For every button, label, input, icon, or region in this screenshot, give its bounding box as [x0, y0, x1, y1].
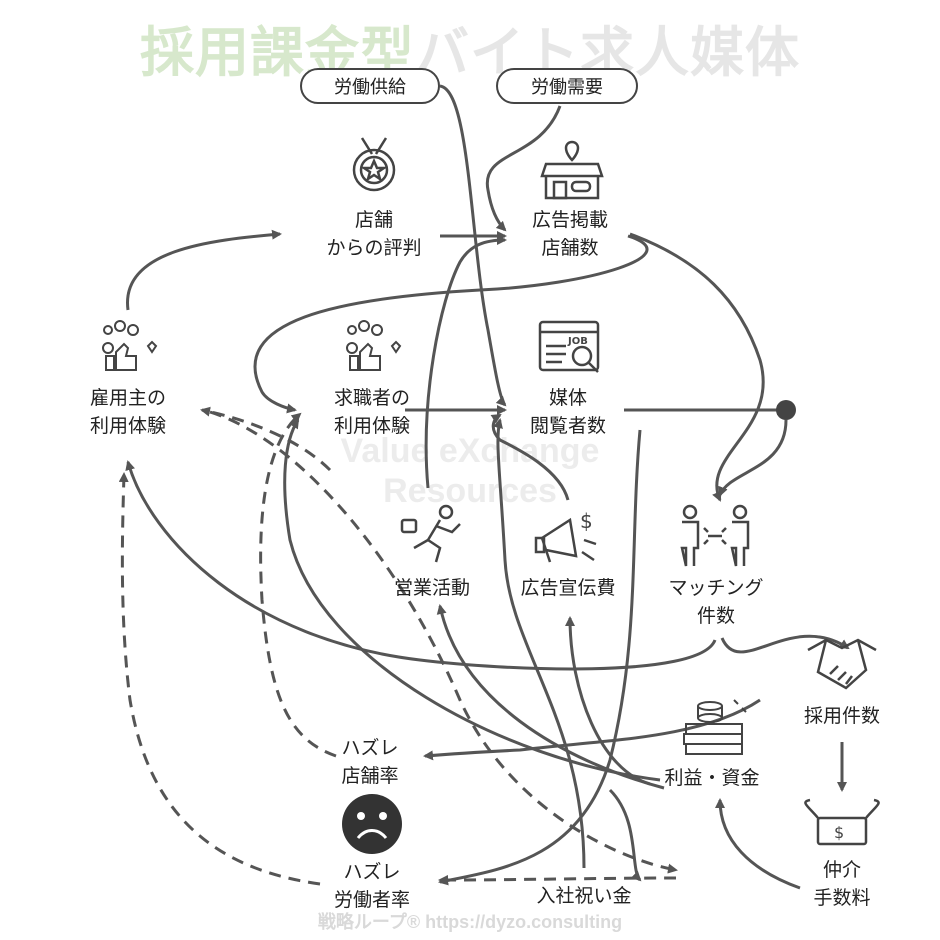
arrow-sales-to-stores	[424, 235, 507, 489]
arrow-matching-to-employer	[125, 460, 717, 671]
arrow-hub-to-matching	[718, 419, 788, 497]
node-join-bonus: 入社祝い金	[536, 882, 631, 910]
medal-icon	[352, 137, 396, 192]
store-reputation-line-2: からの評判	[326, 237, 422, 259]
seeker-experience-line-1: 求職者の	[333, 387, 411, 409]
node-media-viewers: 媒体 閲覧者数	[530, 384, 606, 440]
credit-footer: 戦略ループ® https://dyzo.consulting	[317, 912, 623, 932]
hub-node	[776, 400, 796, 420]
background-title: 採用課金型バイト求人媒体	[0, 8, 940, 87]
labor-demand-pill: 労働需要	[496, 68, 638, 104]
people-link-icon	[680, 504, 750, 567]
storefront-icon	[540, 140, 604, 200]
watermark-line-1: Value eXchange	[340, 432, 600, 470]
node-employer-experience: 雇用主の 利用体験	[90, 384, 166, 440]
matching-count-line-1: マッチング	[668, 577, 764, 599]
node-store-reputation: 店舗 からの評判	[326, 206, 421, 262]
arrow-fee-to-profit	[715, 798, 801, 890]
brokerage-fee-line-1: 仲介	[822, 859, 862, 881]
listed-stores-line-1: 広告掲載	[531, 209, 609, 231]
dashed-fee-to-miss-worker	[438, 874, 677, 885]
svg-text:$: $	[580, 509, 593, 533]
employer-experience-line-2: 利用体験	[89, 415, 167, 437]
seeker-experience-line-2: 利用体験	[333, 415, 411, 437]
job-icon-label: JOB	[567, 336, 588, 347]
node-profit-funds: 利益・資金	[664, 764, 759, 792]
reactions-thumbs-up-icon-employer	[102, 320, 158, 371]
sad-face-icon	[342, 794, 402, 854]
labor-demand-label: 労働需要	[531, 77, 603, 98]
node-sales-activity: 営業活動	[394, 574, 470, 602]
node-listed-stores: 広告掲載 店舗数	[532, 206, 608, 262]
dashed-miss-worker-to-employer	[118, 472, 321, 886]
labor-supply-pill: 労働供給	[300, 68, 440, 104]
reactions-thumbs-up-icon-seeker	[346, 320, 402, 371]
sales-activity-label: 営業活動	[393, 577, 471, 599]
arrow-profit-to-seeker	[283, 418, 661, 782]
labor-supply-label: 労働供給	[334, 77, 406, 98]
arrow-bonus-to-viewers	[493, 418, 586, 869]
profit-funds-label: 利益・資金	[664, 767, 760, 789]
hires-label: 採用件数	[803, 705, 881, 727]
miss-worker-rate-line-1: ハズレ	[343, 861, 401, 883]
running-businessman-icon	[400, 504, 461, 563]
dashed-miss-store-to-seeker	[259, 412, 337, 758]
listed-stores-line-2: 店舗数	[541, 237, 599, 259]
arrow-matching-to-hires	[720, 634, 850, 654]
miss-store-rate-line-2: 店舗率	[341, 765, 399, 787]
dashed-employer-crossing	[209, 410, 678, 874]
node-brokerage-fee: 仲介 手数料	[813, 856, 870, 912]
node-hires: 採用件数	[804, 702, 880, 730]
node-seeker-experience: 求職者の 利用体験	[334, 384, 410, 440]
handshake-icon	[807, 638, 877, 690]
employer-experience-line-1: 雇用主の	[89, 387, 167, 409]
job-search-icon	[538, 320, 600, 373]
arrow-demand-to-stores	[485, 105, 562, 232]
arrow-employer-to-reputation	[126, 229, 282, 311]
media-viewers-line-1: 媒体	[548, 387, 588, 409]
store-reputation-line-1: 店舗	[354, 209, 394, 231]
node-matching-count: マッチング 件数	[668, 574, 763, 630]
miss-store-rate-line-1: ハズレ	[341, 737, 399, 759]
matching-count-line-2: 件数	[696, 605, 736, 627]
join-bonus-label: 入社祝い金	[536, 885, 632, 907]
miss-worker-rate-line-2: 労働者率	[333, 889, 411, 911]
arrow-bonus-to-profit-link	[608, 788, 642, 882]
arrow-stores-to-matching	[629, 232, 765, 502]
arrow-stores-big-loop	[253, 234, 649, 414]
ad-spend-label: 広告宣伝費	[520, 577, 616, 599]
megaphone-money-icon: $	[534, 509, 597, 563]
watermark-line-2: Resources	[383, 472, 557, 510]
node-ad-spend: 広告宣伝費	[520, 574, 615, 602]
node-miss-worker-rate: ハズレ 労働者率	[334, 858, 410, 914]
brokerage-fee-line-2: 手数料	[813, 887, 871, 909]
arrow-supply-to-viewers	[439, 84, 507, 407]
money-stack-icon	[683, 699, 747, 755]
money-wings-icon: $	[804, 798, 880, 846]
media-viewers-line-2: 閲覧者数	[529, 415, 607, 437]
svg-text:$: $	[834, 823, 844, 842]
node-miss-store-rate: ハズレ 店舗率	[341, 734, 398, 790]
arrow-viewers-to-miss-worker	[438, 429, 642, 886]
